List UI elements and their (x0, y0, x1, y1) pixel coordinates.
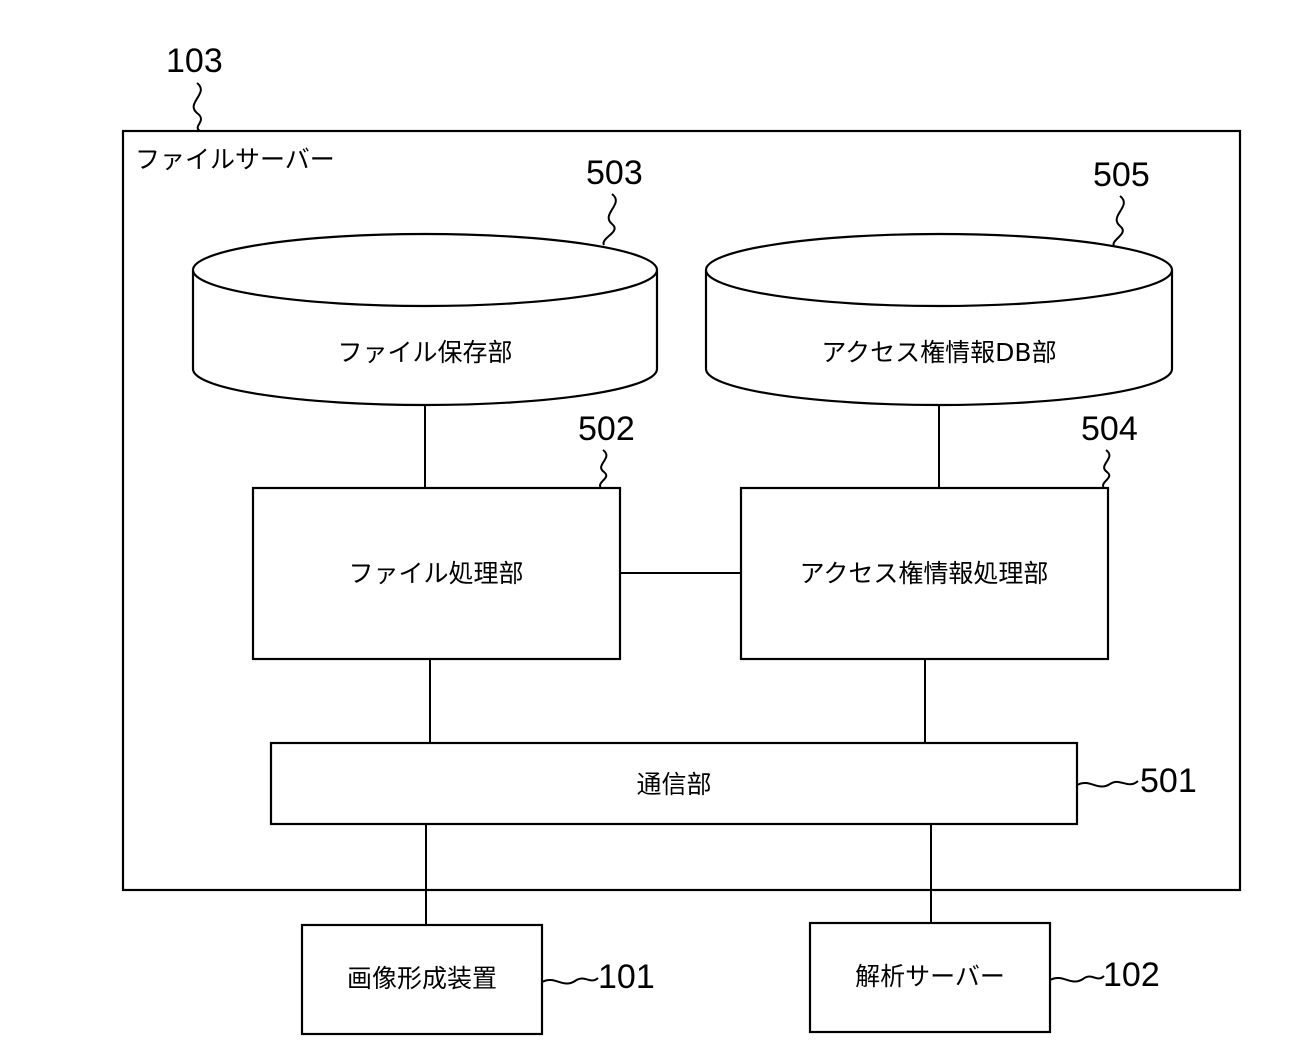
file-server-title: ファイルサーバー (135, 145, 335, 174)
ref-102: 102 (1103, 956, 1160, 994)
access-db-cylinder (706, 234, 1172, 405)
file-processing-label: ファイル処理部 (348, 559, 523, 588)
ref-101: 101 (598, 958, 655, 996)
image-forming-label: 画像形成装置 (347, 964, 497, 993)
file-storage-label: ファイル保存部 (337, 338, 512, 367)
leader-101 (542, 978, 598, 984)
ref-504: 504 (1081, 410, 1138, 448)
ref-501: 501 (1140, 762, 1197, 800)
leader-103 (194, 83, 201, 131)
ref-103: 103 (166, 42, 223, 80)
analysis-server-label: 解析サーバー (855, 962, 1005, 991)
file-storage-cylinder (193, 234, 657, 405)
communication-label: 通信部 (636, 770, 711, 799)
ref-503: 503 (586, 154, 643, 192)
ref-505: 505 (1093, 156, 1150, 194)
leader-102 (1050, 976, 1104, 982)
access-db-label: アクセス権情報DB部 (821, 338, 1056, 367)
ref-502: 502 (578, 410, 635, 448)
access-processing-label: アクセス権情報処理部 (800, 559, 1049, 588)
